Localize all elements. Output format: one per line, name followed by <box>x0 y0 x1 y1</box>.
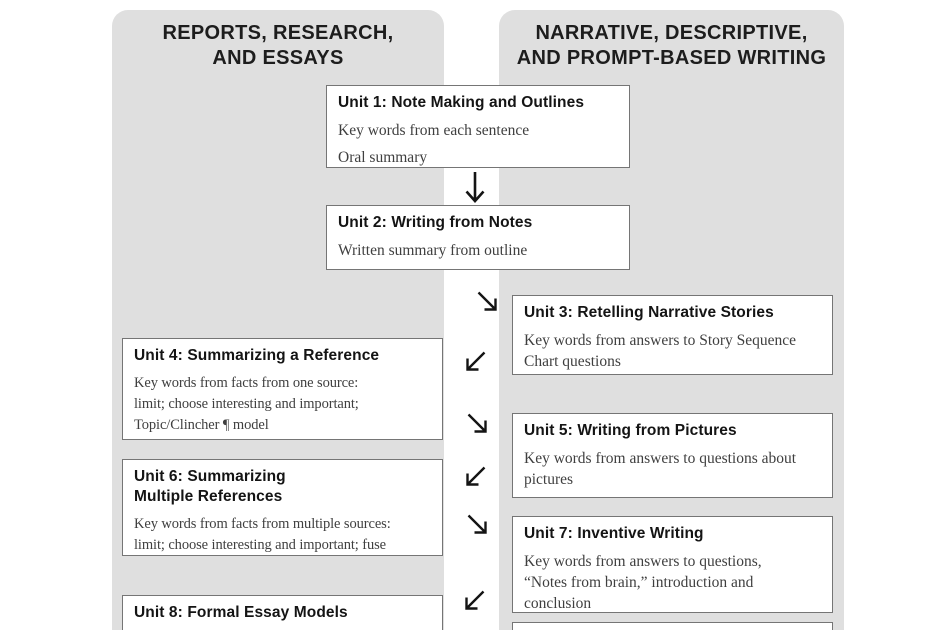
unit-6-title-line1: Unit 6: Summarizing <box>134 468 286 485</box>
unit-6-body-line: Key words from facts from multiple sourc… <box>134 516 391 532</box>
unit-8-box: Unit 8: Formal Essay Models <box>122 595 443 630</box>
unit-8-title: Unit 8: Formal Essay Models <box>134 604 348 621</box>
unit-2-box: Unit 2: Writing from Notes Written summa… <box>326 205 630 270</box>
arrow-down-left-icon <box>463 588 487 612</box>
unit-4-body-line: Key words from facts from one source: <box>134 375 359 391</box>
arrow-down-right-icon <box>465 512 489 536</box>
arrow-down-right-icon <box>475 289 499 313</box>
unit-2-body: Written summary from outline <box>338 240 618 261</box>
unit-5-body-line: pictures <box>524 471 574 488</box>
unit-4-body: Key words from facts from one source: li… <box>134 373 431 436</box>
right-column-header-line1: NARRATIVE, DESCRIPTIVE, <box>535 22 808 44</box>
unit-6-body-line: limit; choose interesting and important;… <box>134 537 387 553</box>
unit-3-body-line: Chart questions <box>524 353 621 370</box>
unit-7-body-line: “Notes from brain,” introduction and <box>524 574 754 591</box>
unit-1-body: Key words from each sentence Oral summar… <box>338 120 618 167</box>
unit-4-body-line: Topic/Clincher ¶ model <box>134 417 269 433</box>
arrow-down-right-icon <box>465 411 489 435</box>
right-column-header-line2: AND PROMPT-BASED WRITING <box>516 47 827 69</box>
unit-3-body: Key words from answers to Story Sequence… <box>524 330 821 372</box>
unit-6-body: Key words from facts from multiple sourc… <box>134 514 431 555</box>
unit-6-title-line2: Multiple References <box>134 488 283 505</box>
unit-6-box: Unit 6: Summarizing Multiple References … <box>122 459 443 556</box>
unit-4-body-line: limit; choose interesting and important; <box>134 396 359 412</box>
unit-5-box: Unit 5: Writing from Pictures Key words … <box>512 413 833 498</box>
arrow-down-left-icon <box>464 464 488 488</box>
unit-1-body-line: Key words from each sentence <box>338 122 530 139</box>
unit-3-title: Unit 3: Retelling Narrative Stories <box>524 304 774 321</box>
unit-7-title: Unit 7: Inventive Writing <box>524 525 704 542</box>
arrow-down-left-icon <box>464 349 488 373</box>
unit-4-title: Unit 4: Summarizing a Reference <box>134 347 380 364</box>
unit-3-body-line: Key words from answers to Story Sequence <box>524 332 797 349</box>
left-column-header-line1: REPORTS, RESEARCH, <box>162 22 394 44</box>
unit-7-box: Unit 7: Inventive Writing Key words from… <box>512 516 833 613</box>
unit-7-body-line: conclusion <box>524 595 592 612</box>
unit-1-title: Unit 1: Note Making and Outlines <box>338 94 585 111</box>
unit-1-box: Unit 1: Note Making and Outlines Key wor… <box>326 85 630 168</box>
arrow-down-icon <box>462 170 488 204</box>
unit-7-body-line: Key words from answers to questions, <box>524 553 762 570</box>
left-column-header-line2: AND ESSAYS <box>212 47 344 69</box>
unit-1-body-line: Oral summary <box>338 149 428 166</box>
unit-2-body-line: Written summary from outline <box>338 242 528 259</box>
unit-4-box: Unit 4: Summarizing a Reference Key word… <box>122 338 443 440</box>
unit-5-body-line: Key words from answers to questions abou… <box>524 450 797 467</box>
unit-7-body: Key words from answers to questions, “No… <box>524 551 821 612</box>
unit-3-box: Unit 3: Retelling Narrative Stories Key … <box>512 295 833 375</box>
left-column-header: REPORTS, RESEARCH, AND ESSAYS <box>112 21 444 71</box>
partial-unit-box <box>512 622 833 630</box>
unit-5-title: Unit 5: Writing from Pictures <box>524 422 737 439</box>
unit-5-body: Key words from answers to questions abou… <box>524 448 821 490</box>
unit-2-title: Unit 2: Writing from Notes <box>338 214 533 231</box>
right-column-header: NARRATIVE, DESCRIPTIVE, AND PROMPT-BASED… <box>499 21 844 71</box>
unit-6-title: Unit 6: Summarizing Multiple References <box>134 467 431 507</box>
